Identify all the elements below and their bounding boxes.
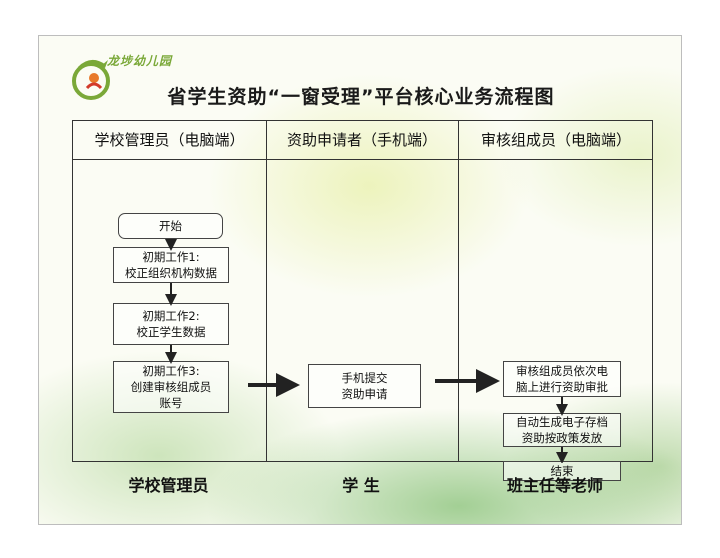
header-divider [73,159,652,160]
lane-footer-admin: 学校管理员 [128,476,209,495]
lane-header-admin: 学校管理员（电脑端） [94,131,245,149]
lane-header-reviewer: 审核组成员（电脑端） [480,131,631,149]
step-init-3: 初期工作3:创建审核组成员账号 [113,361,229,413]
lane-footer-applicant: 学 生 [342,476,380,495]
page-title: 省学生资助“一窗受理”平台核心业务流程图 [167,86,555,108]
lane-divider [266,121,267,461]
brand-name: 龙埗幼儿园 [107,54,173,68]
step-mobile-submit: 手机提交资助申请 [308,364,421,408]
step-archive: 自动生成电子存档资助按政策发放 [503,413,621,447]
step-init-1: 初期工作1:校正组织机构数据 [113,247,229,283]
swimlane-table: 学校管理员（电脑端） 资助申请者（手机端） 审核组成员（电脑端） 开始 初期工作… [72,120,653,481]
lane-header-applicant: 资助申请者（手机端） [286,131,437,149]
lane-divider [458,121,459,461]
flowchart-card: 龙埗幼儿园 省学生资助“一窗受理”平台核心业务流程图 学校管理员（电脑端） 资助… [38,35,682,525]
kindergarten-logo [72,60,110,100]
end-node: 结束 [503,461,621,481]
start-node: 开始 [118,213,223,239]
lane-footer-reviewer: 班主任等老师 [506,476,603,495]
flow-arrows [165,239,568,463]
step-review: 审核组成员依次电脑上进行资助审批 [503,361,621,397]
